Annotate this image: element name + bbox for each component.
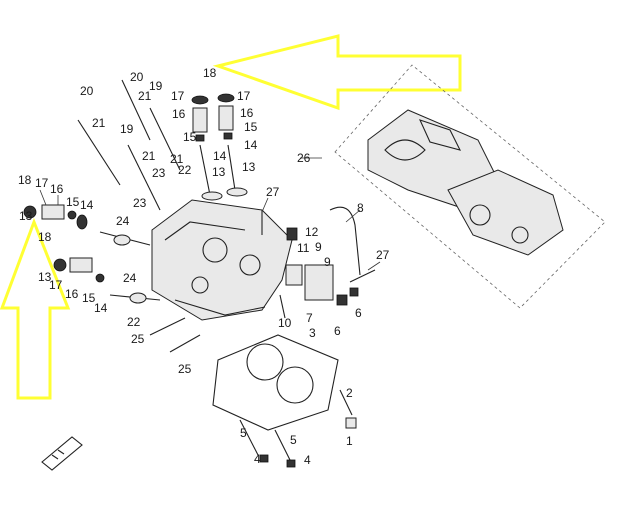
callout-16: 16 (172, 107, 186, 121)
callout-16-b: 16 (240, 106, 254, 120)
callout-14: 14 (213, 149, 227, 163)
valve-springs-left (23, 204, 147, 304)
callout-6-b: 6 (355, 306, 362, 320)
callout-14-l: 14 (80, 198, 94, 212)
callout-9: 9 (324, 255, 331, 269)
highlight-arrow-right (212, 34, 462, 111)
callout-21-d: 21 (170, 152, 184, 166)
valve-springs-top (191, 93, 248, 201)
callout-4: 4 (254, 452, 261, 466)
callout-5-b: 5 (290, 433, 297, 447)
callout-22-b: 22 (178, 163, 192, 177)
callout-13: 13 (242, 160, 256, 174)
callout-25-b: 25 (131, 332, 145, 346)
head-cover-group (334, 64, 606, 309)
callout-21-b: 21 (138, 89, 152, 103)
callout-24-b: 24 (123, 271, 137, 285)
callout-25: 25 (178, 362, 192, 376)
callout-labels: 18 17 16 15 14 13 20 21 19 22 23 24 25 2… (18, 66, 390, 467)
callout-1: 1 (346, 434, 353, 448)
callout-13-l: 13 (19, 209, 33, 223)
callout-11: 11 (297, 241, 310, 255)
highlight-arrow-up (0, 217, 71, 400)
callout-20-b: 20 (130, 70, 144, 84)
callout-16-l: 16 (50, 182, 64, 196)
callout-24: 24 (116, 214, 130, 228)
callout-2: 2 (346, 386, 353, 400)
leader-lines (39, 157, 381, 271)
right-parts (261, 206, 376, 319)
callout-23-b: 23 (133, 196, 147, 210)
callout-6: 6 (334, 324, 341, 338)
callout-18-l2: 18 (38, 230, 52, 244)
callout-19-b: 19 (120, 122, 134, 136)
callout-26: 26 (297, 151, 311, 165)
callout-15-l2: 15 (82, 291, 96, 305)
book-icon (41, 436, 83, 471)
callout-17-l2: 17 (49, 278, 63, 292)
callout-21-c: 21 (142, 149, 156, 163)
callout-4-b: 4 (304, 453, 311, 467)
callout-12: 12 (305, 225, 319, 239)
callout-13-l2: 13 (38, 270, 52, 284)
callout-18: 18 (203, 66, 217, 80)
callout-27: 27 (266, 185, 280, 199)
callout-23: 23 (152, 166, 166, 180)
callout-17-l: 17 (35, 176, 49, 190)
callout-3: 3 (309, 326, 316, 340)
callout-15-l: 15 (66, 195, 80, 209)
callout-18-l1: 18 (18, 173, 32, 187)
callout-27-b: 27 (376, 248, 390, 262)
callout-13-b: 13 (212, 165, 226, 179)
callout-14-l2: 14 (94, 301, 108, 315)
callout-9-b: 9 (315, 240, 322, 254)
callout-21: 21 (92, 116, 106, 130)
callout-22: 22 (127, 315, 141, 329)
callout-7: 7 (306, 311, 313, 325)
callout-8: 8 (357, 201, 364, 215)
callout-20: 20 (80, 84, 94, 98)
nuts-bottom (259, 417, 357, 468)
callout-16-l2: 16 (65, 287, 79, 301)
callout-17: 17 (171, 89, 185, 103)
callout-14-b: 14 (244, 138, 258, 152)
cylinder-head (151, 199, 293, 321)
callout-5: 5 (240, 426, 247, 440)
callout-15-b: 15 (244, 120, 258, 134)
callout-10: 10 (278, 316, 292, 330)
cylinder-gasket (212, 334, 339, 431)
callout-17-b: 17 (237, 89, 251, 103)
callout-19: 19 (149, 79, 163, 93)
callout-15: 15 (183, 130, 197, 144)
